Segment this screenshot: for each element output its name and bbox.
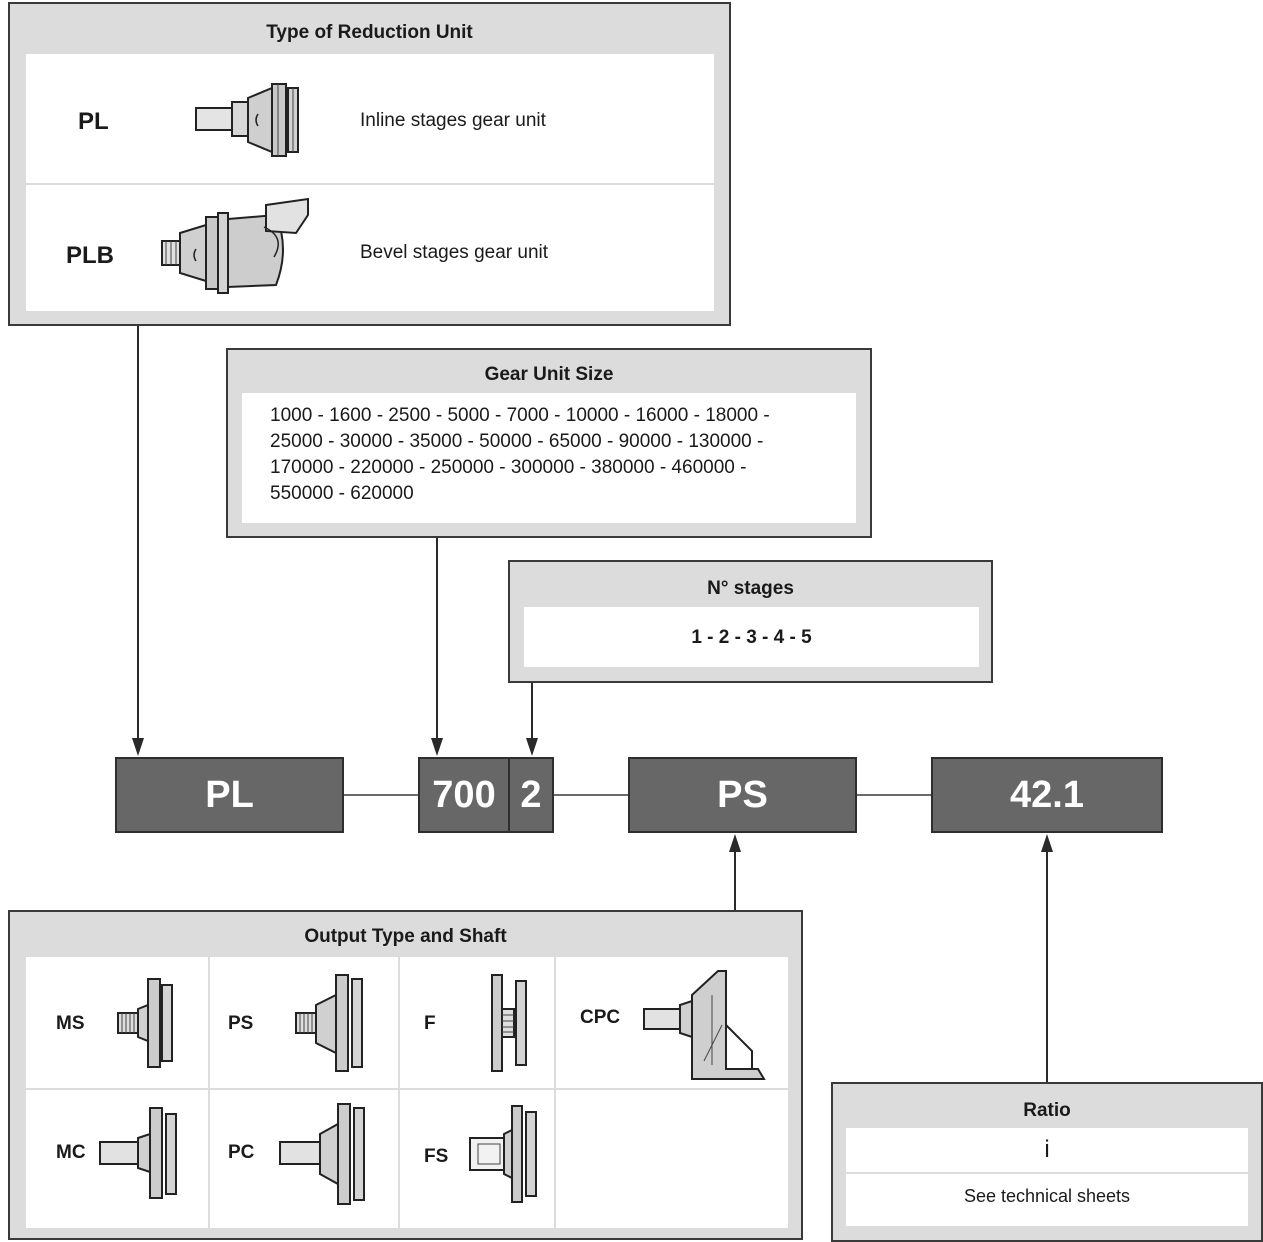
output-code: MC [56, 1142, 86, 1163]
ratio-note-box: See technical sheets [846, 1174, 1248, 1226]
gear-size-title: Gear Unit Size [484, 364, 614, 385]
gear-size-list: 1000 - 1600 - 2500 - 5000 - 7000 - 10000… [242, 393, 856, 523]
output-code: MS [56, 1013, 85, 1034]
cpc-output-icon [643, 970, 766, 1080]
output-code: PC [228, 1142, 255, 1163]
inline-gear-unit-icon [195, 83, 299, 157]
stages-values: 1 - 2 - 3 - 4 - 5 [691, 627, 812, 648]
output-code: F [424, 1013, 436, 1034]
output-cell-f: F [400, 957, 554, 1088]
stages-values-box: 1 - 2 - 3 - 4 - 5 [524, 607, 979, 667]
gear-size-line: 25000 - 30000 - 35000 - 50000 - 65000 - … [270, 431, 764, 452]
output-type-panel: Output Type and Shaft MS PS F C [8, 910, 803, 1240]
fs-output-icon [469, 1105, 537, 1203]
code-box-ratio: 42.1 [931, 757, 1163, 833]
bevel-gear-unit-icon [161, 197, 309, 294]
reduction-row-plb: PLB Bevel stages gear unit [26, 185, 714, 311]
reduction-code: PLB [66, 242, 114, 269]
output-cell-ps: PS [210, 957, 398, 1088]
output-code: PS [228, 1013, 254, 1034]
reduction-unit-panel: Type of Reduction Unit PL Inline stages … [8, 2, 731, 326]
gear-size-line: 170000 - 220000 - 250000 - 300000 - 3800… [270, 457, 747, 478]
output-cell-mc: MC [26, 1090, 208, 1228]
gear-size-line: 1000 - 1600 - 2500 - 5000 - 7000 - 10000… [270, 405, 770, 426]
output-code: FS [424, 1146, 449, 1167]
output-cell-pc: PC [210, 1090, 398, 1228]
code-box-type: PL [115, 757, 344, 833]
ratio-symbol-box: i [846, 1128, 1248, 1172]
ratio-panel: Ratio i See technical sheets [831, 1082, 1263, 1242]
code-box-stages: 2 [508, 757, 554, 833]
output-cell-fs: FS [400, 1090, 554, 1228]
ps-output-icon [295, 974, 363, 1072]
gear-size-panel: Gear Unit Size 1000 - 1600 - 2500 - 5000… [226, 348, 872, 538]
output-cell-empty [556, 1090, 788, 1228]
reduction-description: Bevel stages gear unit [360, 242, 549, 263]
reduction-row-pl: PL Inline stages gear unit [26, 54, 714, 183]
code-box-output: PS [628, 757, 857, 833]
ms-output-icon [117, 978, 173, 1068]
output-code: CPC [580, 1007, 621, 1028]
stages-panel: N° stages 1 - 2 - 3 - 4 - 5 [508, 560, 993, 683]
ratio-note: See technical sheets [963, 1186, 1131, 1206]
mc-output-icon [99, 1107, 177, 1199]
ratio-symbol: i [1044, 1136, 1050, 1163]
reduction-unit-title: Type of Reduction Unit [266, 22, 473, 43]
pc-output-icon [279, 1103, 365, 1205]
stages-title: N° stages [707, 578, 794, 599]
output-type-title: Output Type and Shaft [304, 926, 507, 947]
ratio-title: Ratio [1023, 1100, 1071, 1121]
output-cell-ms: MS [26, 957, 208, 1088]
f-output-icon [491, 974, 527, 1072]
code-box-size: 700 [418, 757, 510, 833]
gear-size-line: 550000 - 620000 [270, 483, 414, 504]
output-cell-cpc: CPC [556, 957, 788, 1088]
reduction-description: Inline stages gear unit [360, 110, 546, 131]
reduction-code: PL [78, 108, 109, 135]
